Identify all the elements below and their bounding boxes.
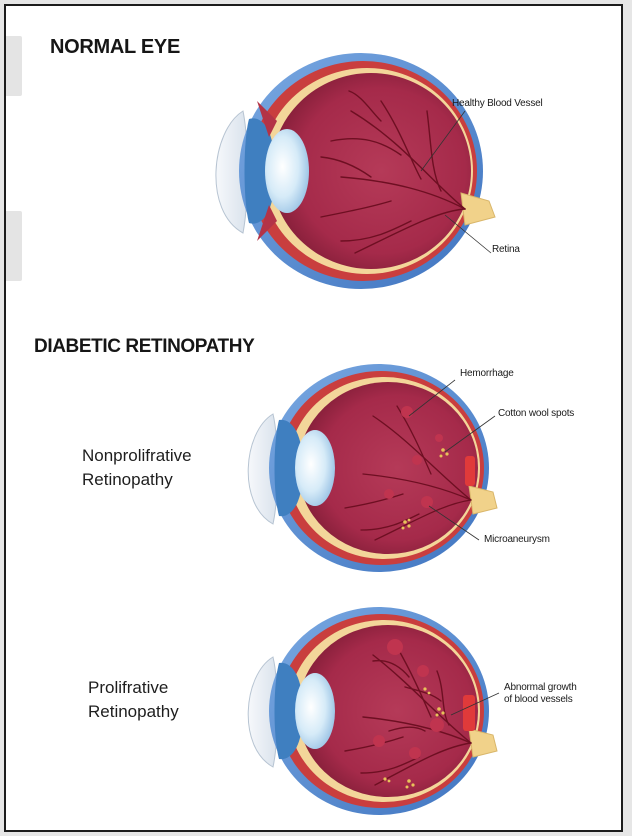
retina-label: Retina (492, 244, 520, 256)
swelling-patch (465, 456, 475, 486)
lens (295, 673, 335, 749)
abnormal-growth-label-line1: Abnormal growth (504, 682, 623, 694)
nonproliferative-eye (248, 364, 497, 572)
optic-nerve (469, 486, 497, 514)
swelling-patch (463, 695, 475, 731)
optic-nerve (469, 729, 497, 757)
lens (295, 430, 335, 506)
diagram-frame: NORMAL EYE DIABETIC RETINOPATHY Nonproli… (4, 4, 623, 832)
microaneurysm-label: Microaneurysm (484, 534, 550, 546)
optic-nerve (461, 193, 495, 225)
normal-eye (216, 53, 495, 289)
abnormal-growth-label-line2: of blood vessels (504, 694, 623, 706)
healthy-blood-vessel-label: Healthy Blood Vessel (452, 98, 543, 110)
hemorrhage-label: Hemorrhage (460, 368, 514, 380)
cotton-wool-spots-label: Cotton wool spots (498, 408, 574, 420)
lens (265, 129, 309, 213)
abnormal-growth-label: Abnormal growth of blood vessels (504, 682, 623, 706)
proliferative-eye (248, 607, 499, 815)
